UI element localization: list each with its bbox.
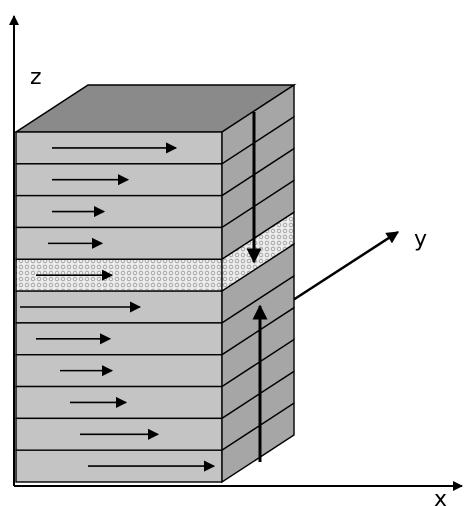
axes — [9, 15, 463, 491]
layer-front — [15, 194, 223, 229]
layer-side — [221, 401, 295, 484]
layer-front — [15, 226, 223, 260]
stack-front-layers — [15, 131, 223, 483]
side-vertical-arrows — [246, 112, 268, 462]
stack-side-layers — [221, 83, 295, 484]
z-axis-label: z — [30, 65, 42, 90]
x-axis-label: x — [434, 487, 447, 506]
y-axis-label: y — [414, 227, 427, 252]
y-axis-line — [289, 230, 400, 304]
layer-front — [15, 354, 223, 388]
